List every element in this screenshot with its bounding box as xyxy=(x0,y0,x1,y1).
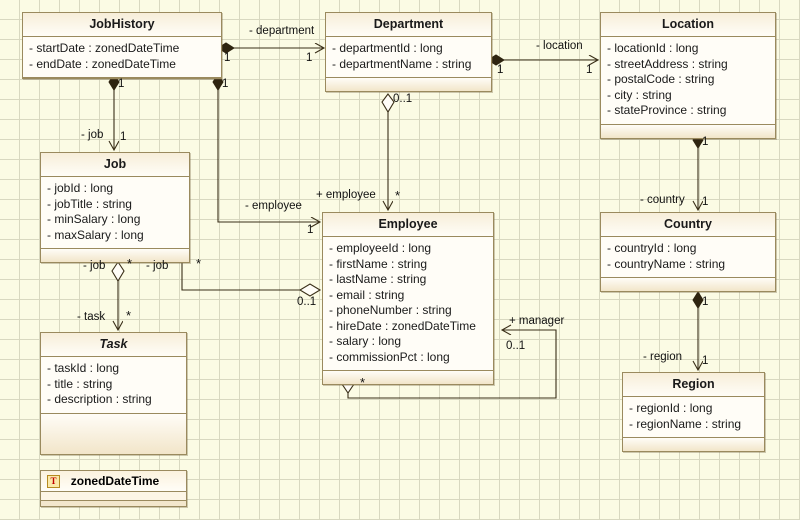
datatype-header: T zonedDateTime xyxy=(41,471,186,492)
attribute-row: - locationId : long xyxy=(607,41,699,55)
attribute-row: - regionId : long xyxy=(629,401,713,415)
multiplicity-department-location-target: 1 xyxy=(586,64,593,76)
datatype-name: zonedDateTime xyxy=(70,474,160,488)
multiplicity-jobhistory-employee-source: 1 xyxy=(222,78,229,90)
attribute-row: - employeeId : long xyxy=(329,241,432,255)
attribute-row: - lastName : string xyxy=(329,272,427,286)
multiplicity-employee-manager-source: * xyxy=(360,375,366,390)
attribute-row: - city : string xyxy=(607,87,672,102)
edge-label-manager: + manager xyxy=(509,315,565,327)
class-name-employee: Employee xyxy=(323,213,493,237)
class-name-country: Country xyxy=(601,213,775,237)
attribute-row: - commissionPct : long xyxy=(329,349,450,364)
attribute-row: - countryName : string xyxy=(607,256,726,271)
multiplicity-job-task-target: * xyxy=(126,308,132,323)
multiplicity-country-region-target: 1 xyxy=(702,355,709,367)
class-operations-location xyxy=(601,124,775,138)
class-attributes-region: - regionId : long - regionName : string xyxy=(623,397,764,438)
attribute-row: - firstName : string xyxy=(329,256,428,271)
attribute-row: - startDate : zonedDateTime xyxy=(29,41,180,55)
attribute-row: - email : string xyxy=(329,287,405,302)
multiplicity-jobhistory-job-target: 1 xyxy=(120,131,127,143)
class-name-region: Region xyxy=(623,373,764,397)
attribute-row: - streetAddress : string xyxy=(607,56,728,71)
class-name-location: Location xyxy=(601,13,775,37)
multiplicity-jobhistory-job-source: 1 xyxy=(118,78,125,90)
edge-label-country: - country xyxy=(640,194,685,206)
edge-employee-job xyxy=(182,252,320,291)
class-attributes-department: - departmentId : long - departmentName :… xyxy=(326,37,491,78)
edge-label-location: - location xyxy=(536,40,583,52)
edge-label-employee-left: - employee xyxy=(245,200,302,212)
attribute-row: - countryId : long xyxy=(607,241,697,255)
class-operations-department xyxy=(326,78,491,91)
multiplicity-country-region-source: 1 xyxy=(702,296,709,308)
edge-label-region: - region xyxy=(643,351,682,363)
class-operations-task xyxy=(41,413,186,454)
attribute-row: - taskId : long xyxy=(47,361,120,375)
class-operations-job xyxy=(41,249,189,262)
class-operations-country xyxy=(601,278,775,291)
multiplicity-department-employee-target: * xyxy=(395,188,401,203)
class-box-region[interactable]: Region - regionId : long - regionName : … xyxy=(622,372,765,452)
class-attributes-employee: - employeeId : long - firstName : string… xyxy=(323,237,493,371)
attribute-row: - salary : long xyxy=(329,334,402,348)
attribute-row: - endDate : zonedDateTime xyxy=(29,56,176,71)
attribute-row: - jobTitle : string xyxy=(47,196,132,211)
multiplicity-employee-job-source: 0..1 xyxy=(297,296,317,308)
class-name-jobhistory: JobHistory xyxy=(23,13,221,37)
attribute-row: - regionName : string xyxy=(629,416,742,431)
attribute-row: - maxSalary : long xyxy=(47,227,144,242)
attribute-row: - postalCode : string xyxy=(607,72,715,86)
attribute-row: - description : string xyxy=(47,392,152,406)
multiplicity-jobhistory-employee-target: 1 xyxy=(307,224,314,236)
multiplicity-location-country-source: 1 xyxy=(702,136,709,148)
attribute-row: - departmentName : string xyxy=(332,56,472,71)
attribute-row: - jobId : long xyxy=(47,181,114,195)
datatype-body xyxy=(41,492,186,501)
edge-label-job-left: - job xyxy=(83,260,106,272)
multiplicity-jobhistory-department-source: 1 xyxy=(224,52,231,64)
edge-label-task: - task xyxy=(77,311,106,323)
class-attributes-jobhistory: - startDate : zonedDateTime - endDate : … xyxy=(23,37,221,78)
class-operations-region xyxy=(623,438,764,451)
class-name-task: Task xyxy=(41,333,186,357)
attribute-row: - stateProvince : string xyxy=(607,103,727,117)
attribute-row: - departmentId : long xyxy=(332,41,443,55)
multiplicity-department-employee-source: 0..1 xyxy=(393,93,413,105)
edge-label-employee-plus: + employee xyxy=(316,189,376,201)
multiplicity-jobhistory-department-target: 1 xyxy=(306,52,313,64)
attribute-row: - minSalary : long xyxy=(47,212,141,226)
edge-label-job-right: - job xyxy=(146,260,169,272)
class-attributes-task: - taskId : long - title : string - descr… xyxy=(41,357,186,414)
class-box-task[interactable]: Task - taskId : long - title : string - … xyxy=(40,332,187,455)
attribute-row: - phoneNumber : string xyxy=(329,303,452,317)
class-box-jobhistory[interactable]: JobHistory - startDate : zonedDateTime -… xyxy=(22,12,222,79)
diamond-employee-job xyxy=(298,283,322,297)
class-attributes-job: - jobId : long - jobTitle : string - min… xyxy=(41,177,189,249)
class-operations-employee xyxy=(323,371,493,384)
class-box-country[interactable]: Country - countryId : long - countryName… xyxy=(600,212,776,292)
edge-label-department: - department xyxy=(249,25,315,37)
multiplicity-employee-job-target: * xyxy=(196,256,202,271)
multiplicity-department-location-source: 1 xyxy=(497,64,504,76)
class-box-department[interactable]: Department - departmentId : long - depar… xyxy=(325,12,492,92)
datatype-footer xyxy=(41,501,186,506)
diamond-job-task xyxy=(111,261,125,283)
class-box-job[interactable]: Job - jobId : long - jobTitle : string -… xyxy=(40,152,190,263)
datatype-t-icon: T xyxy=(47,474,60,488)
class-name-job: Job xyxy=(41,153,189,177)
attribute-row: - title : string xyxy=(47,376,113,391)
multiplicity-employee-manager-target: 0..1 xyxy=(506,340,526,352)
class-box-location[interactable]: Location - locationId : long - streetAdd… xyxy=(600,12,776,139)
multiplicity-job-task-source: * xyxy=(127,256,133,271)
datatype-box-zoneddatetime[interactable]: T zonedDateTime xyxy=(40,470,187,507)
class-attributes-country: - countryId : long - countryName : strin… xyxy=(601,237,775,278)
class-attributes-location: - locationId : long - streetAddress : st… xyxy=(601,37,775,125)
edge-label-job-top: - job xyxy=(81,129,104,141)
multiplicity-location-country-target: 1 xyxy=(702,196,709,208)
class-name-department: Department xyxy=(326,13,491,37)
class-box-employee[interactable]: Employee - employeeId : long - firstName… xyxy=(322,212,494,385)
attribute-row: - hireDate : zonedDateTime xyxy=(329,318,476,333)
